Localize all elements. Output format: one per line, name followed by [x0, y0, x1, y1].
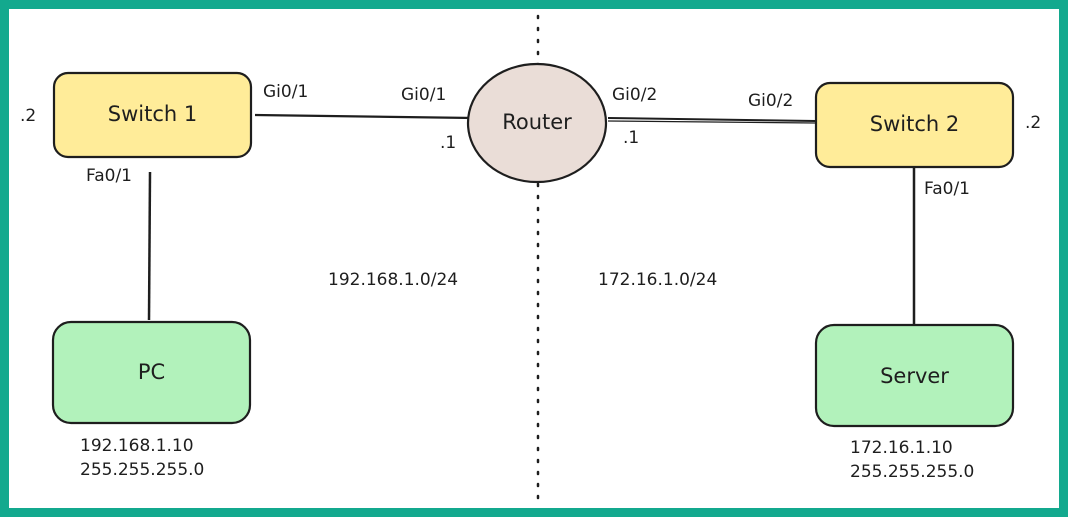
left-network-label: 192.168.1.0/24 — [328, 270, 459, 290]
switch1-uplink-port: Gi0/1 — [263, 82, 309, 102]
pc-addressing: 192.168.1.10 255.255.255.0 — [80, 434, 204, 482]
server-label: Server — [880, 364, 949, 388]
switch1-addr-suffix: .2 — [20, 106, 37, 126]
link-switch1-pc — [147, 171, 152, 321]
server-addressing: 172.16.1.10 255.255.255.0 — [850, 436, 974, 484]
pc-ip: 192.168.1.10 — [80, 436, 194, 456]
server-mask: 255.255.255.0 — [850, 462, 975, 482]
switch2-label: Switch 2 — [869, 112, 960, 136]
pc-box[interactable] — [51, 320, 252, 425]
pc-mask: 255.255.255.0 — [80, 460, 205, 480]
router-label: Router — [502, 110, 572, 134]
switch1-box[interactable] — [52, 71, 253, 159]
pc-label: PC — [137, 360, 166, 384]
switch2-access-port: Fa0/1 — [924, 179, 970, 199]
switch2-uplink-port: Gi0/2 — [748, 91, 794, 111]
server-box[interactable] — [814, 323, 1015, 428]
link-switch1-router — [254, 113, 475, 120]
router-circle[interactable] — [466, 62, 608, 184]
switch2-box[interactable] — [814, 81, 1015, 169]
switch1-access-port: Fa0/1 — [86, 166, 132, 186]
right-network-label: 172.16.1.0/24 — [598, 270, 718, 290]
link-router-switch2-echo — [607, 120, 817, 124]
router-left-addr: .1 — [440, 133, 457, 153]
router-left-port: Gi0/1 — [401, 85, 447, 105]
link-router-switch2 — [607, 117, 817, 122]
router-right-addr: .1 — [623, 128, 640, 148]
router-right-port: Gi0/2 — [612, 85, 658, 105]
server-ip: 172.16.1.10 — [850, 438, 953, 458]
switch2-addr-suffix: .2 — [1025, 113, 1042, 133]
switch1-label: Switch 1 — [107, 102, 198, 126]
